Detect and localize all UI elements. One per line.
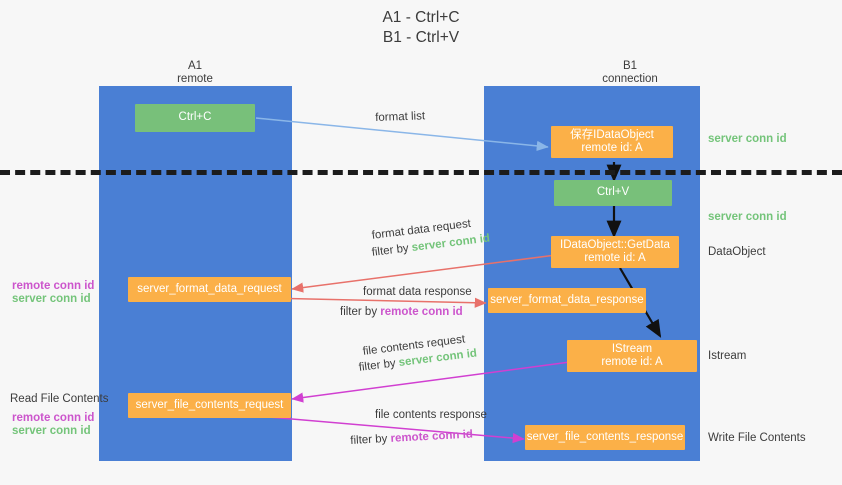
box-server-format-data-request[interactable]: server_format_data_request — [128, 277, 291, 302]
box-server-format-data-response[interactable]: server_format_data_response — [488, 288, 646, 313]
label-istream: Istream — [708, 350, 747, 362]
box-istream-line1: IStream — [611, 342, 653, 355]
label-left-remote-conn-id-2: remote conn id — [12, 412, 95, 424]
box-server-file-contents-request[interactable]: server_file_contents_request — [128, 393, 291, 418]
box-istream[interactable]: IStream remote id: A — [567, 340, 697, 372]
box-server-file-contents-request-label: server_file_contents_request — [135, 398, 284, 411]
edge-label-file-contents-response: file contents response — [375, 409, 487, 421]
box-ctrl-v[interactable]: Ctrl+V — [554, 180, 672, 206]
lane-header-a1: A1 remote — [95, 60, 295, 86]
label-left-server-conn-id-1: server conn id — [12, 293, 91, 305]
diagram-title: A1 - Ctrl+C B1 - Ctrl+V — [0, 8, 842, 48]
box-server-file-contents-response[interactable]: server_file_contents_response — [525, 425, 685, 450]
box-save-idataobject[interactable]: 保存IDataObject remote id: A — [551, 126, 673, 158]
edge-label-format-data-response-filter: filter by remote conn id — [340, 305, 463, 319]
lane-b1-sub: connection — [602, 73, 658, 85]
fdres-filter-prefix: filter by — [340, 306, 381, 318]
label-left-server-conn-id-2: server conn id — [12, 425, 91, 437]
lane-a1-sub: remote — [177, 73, 213, 85]
label-read-file-contents: Read File Contents — [10, 393, 109, 405]
box-ctrl-c-label: Ctrl+C — [178, 111, 212, 124]
label-server-conn-id-mid: server conn id — [708, 211, 787, 223]
title-line-2: B1 - Ctrl+V — [382, 29, 460, 46]
box-getdata-line2: remote id: A — [584, 252, 646, 264]
edge-label-format-data-response: format data response — [363, 286, 472, 298]
fcres-filter-prefix: filter by — [350, 432, 391, 447]
lane-b1-name: B1 — [622, 60, 638, 72]
phase-divider — [0, 170, 842, 175]
box-getdata[interactable]: IDataObject::GetData remote id: A — [551, 236, 679, 268]
box-save-idataobject-line1: 保存IDataObject — [570, 128, 654, 141]
box-save-idataobject-line2: remote id: A — [581, 142, 643, 154]
title-line-1: A1 - Ctrl+C — [382, 9, 460, 26]
box-server-format-data-response-label: server_format_data_response — [490, 293, 644, 306]
lane-header-b1: B1 connection — [530, 60, 730, 86]
label-server-conn-id-top: server conn id — [708, 133, 787, 145]
box-istream-line2: remote id: A — [601, 356, 663, 368]
fcres-filter-key: remote conn id — [390, 428, 474, 445]
box-ctrl-c[interactable]: Ctrl+C — [135, 104, 255, 132]
box-ctrl-v-label: Ctrl+V — [596, 186, 630, 199]
fdr-filter-prefix: filter by — [371, 242, 413, 259]
fcr-filter-prefix: filter by — [358, 357, 400, 374]
label-left-remote-conn-id-1: remote conn id — [12, 280, 95, 292]
edge-label-file-contents-response-filter: filter by remote conn id — [350, 428, 473, 448]
box-getdata-line1: IDataObject::GetData — [560, 238, 670, 251]
box-server-file-contents-response-label: server_file_contents_response — [526, 430, 684, 443]
label-write-file-contents: Write File Contents — [708, 432, 806, 444]
box-server-format-data-request-label: server_format_data_request — [137, 282, 282, 295]
edge-label-format-list: format list — [375, 110, 426, 124]
lane-a1-name: A1 — [187, 60, 203, 72]
fdres-filter-key: remote conn id — [380, 306, 463, 318]
label-dataobject: DataObject — [708, 246, 766, 258]
